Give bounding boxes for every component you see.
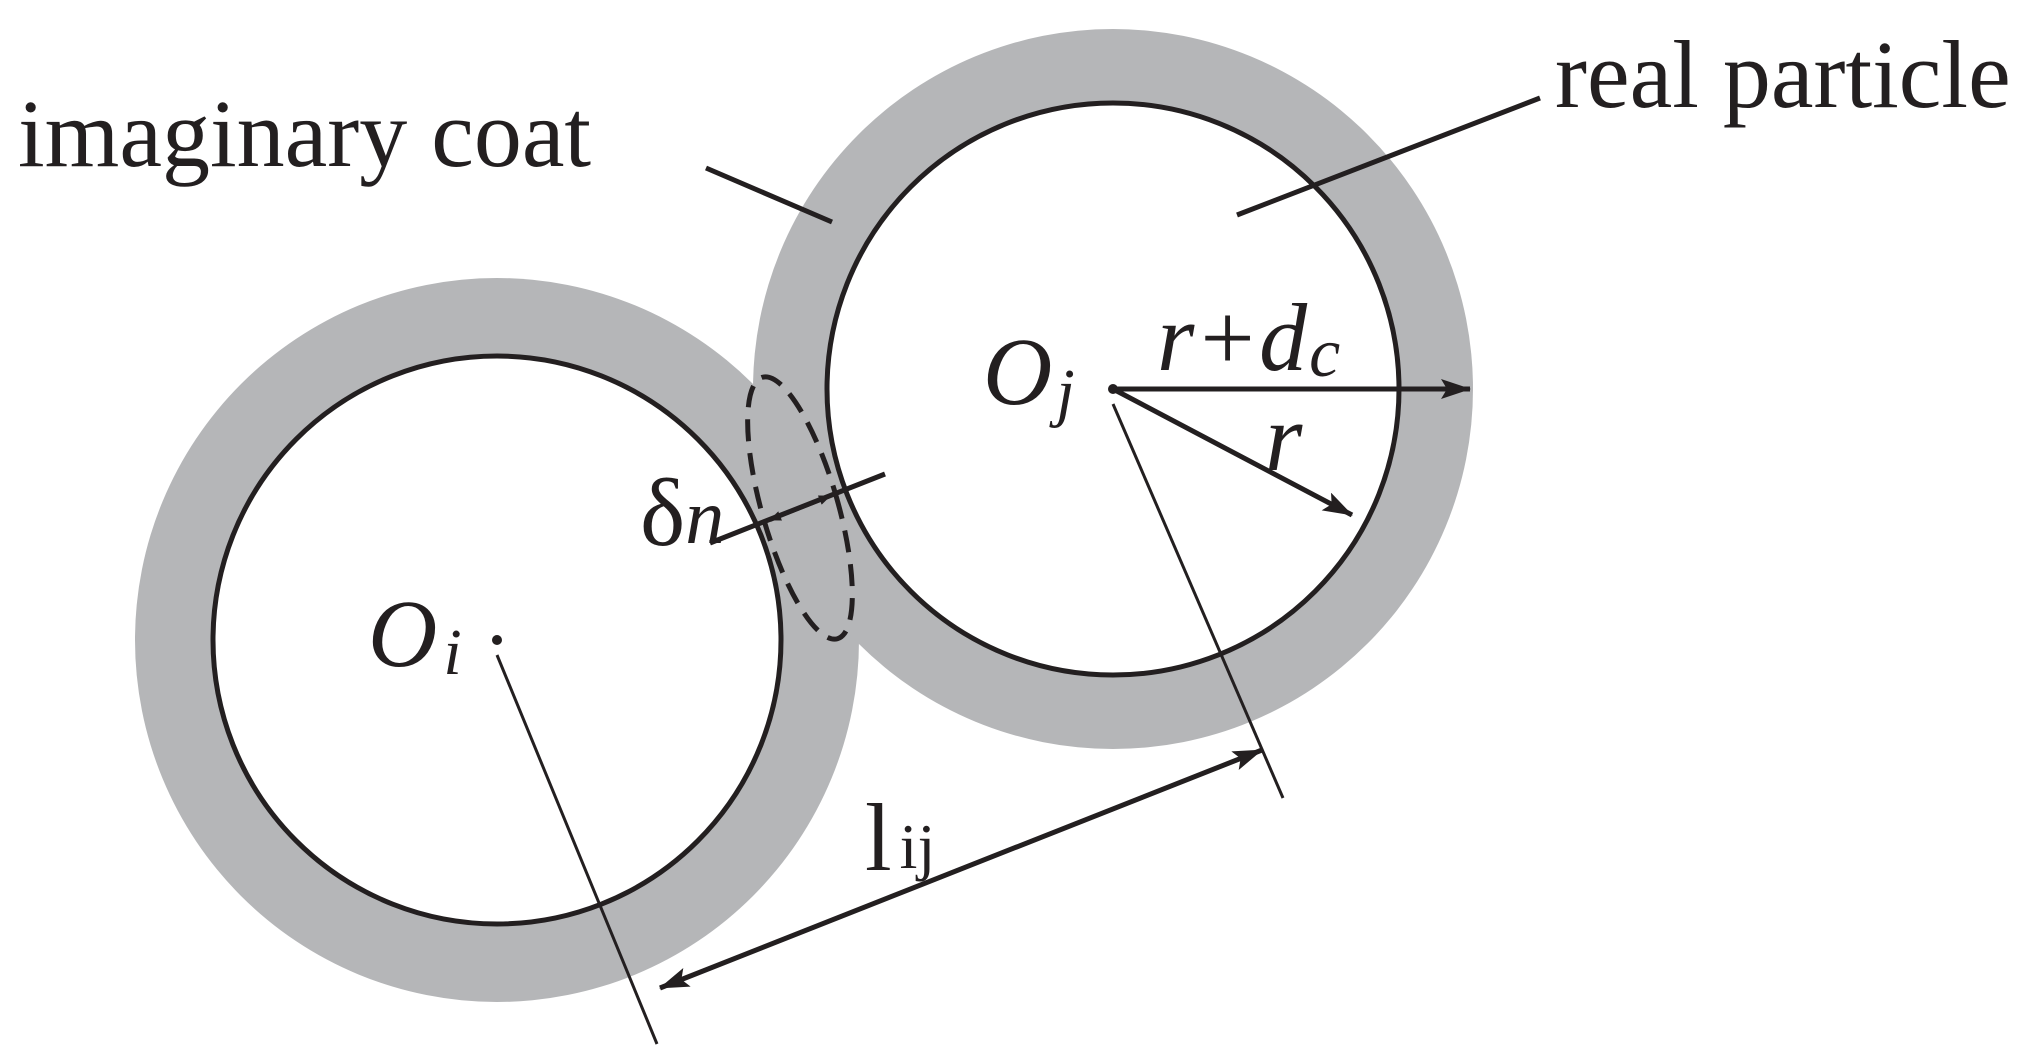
radius-arrow: [1111, 386, 1354, 518]
center-j-main: O: [983, 318, 1052, 425]
coat-radius-label: r+dc: [1157, 284, 1340, 392]
overlap-main: δ: [640, 459, 685, 566]
coat-radius-sub: c: [1309, 315, 1340, 392]
coat-radius-main: r+d: [1157, 284, 1308, 391]
distance-sub: ij: [900, 811, 936, 882]
imaginary-coat-label: imaginary coat: [18, 80, 591, 187]
imaginary-coat-leader: [705, 165, 833, 225]
real-particle-label: real particle: [1555, 21, 2011, 128]
extension-line-i: [495, 654, 659, 1045]
center-i-main: O: [368, 580, 437, 687]
center-dot-i: [492, 635, 502, 645]
distance-arrow: [659, 747, 1263, 991]
extension-line-j: [1111, 403, 1285, 799]
center-i-label: Oi: [368, 580, 462, 689]
overlap-sub: n: [685, 473, 724, 560]
overlap-region: [745, 374, 855, 642]
overlap-arrow: [769, 494, 831, 522]
center-i-sub: i: [443, 616, 461, 689]
distance-main: l: [865, 784, 892, 891]
real-particle-leader: [1236, 95, 1541, 218]
radius-label: r: [1265, 384, 1303, 491]
overlap-label: δn: [640, 459, 724, 566]
